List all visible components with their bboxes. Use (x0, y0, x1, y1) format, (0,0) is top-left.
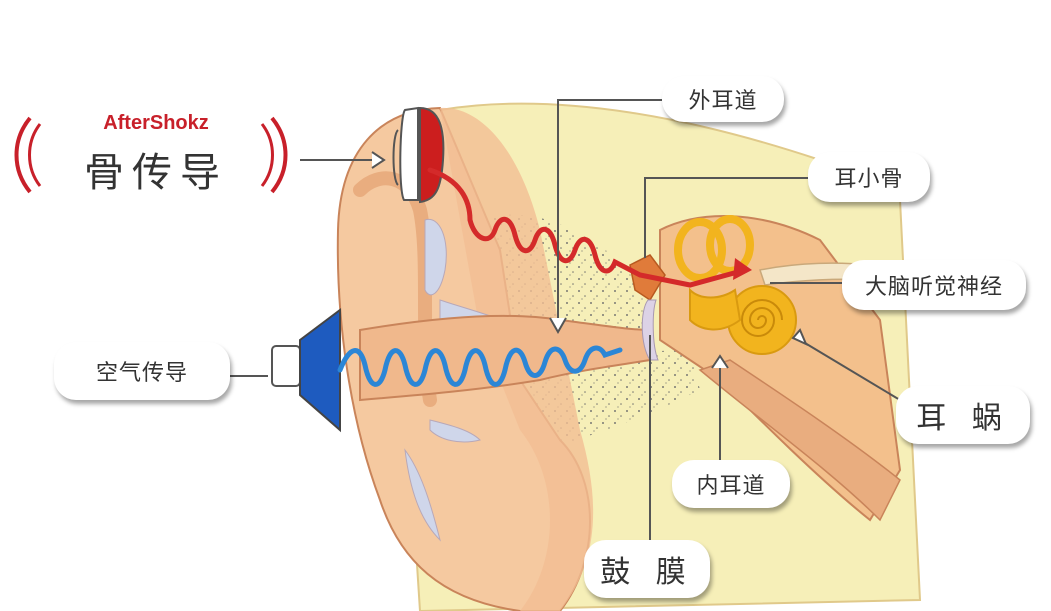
bone-conduction-label: 骨传导 (84, 150, 228, 196)
cochlea-label: 耳 蜗 (896, 386, 1030, 444)
semicircular-canal-2 (706, 215, 754, 275)
eardrum-label: 鼓 膜 (584, 540, 710, 598)
bone-wave-arrowhead (733, 258, 752, 280)
air-conduction-wave (337, 345, 623, 387)
air-conduction-label: 空气传导 (54, 342, 230, 400)
cartilage-lower (404, 448, 441, 542)
sound-arc-right-icon (270, 116, 288, 194)
sound-arc-left-inner-icon (28, 123, 42, 187)
cochlea-spiral (740, 299, 783, 337)
brand-logo: AfterShokz (103, 112, 209, 134)
speaker-icon (271, 308, 341, 433)
eardrum-shape (641, 299, 659, 361)
cartilage-upper (424, 218, 447, 296)
bone-conduction-headphone-icon (392, 106, 445, 204)
eustachian-tube (698, 359, 901, 522)
semicircular-canal-1 (674, 218, 726, 282)
cartilage-low2 (429, 419, 481, 443)
auditory-nerve-label: 大脑听觉神经 (842, 260, 1026, 310)
inner-ear-canal-label: 内耳道 (672, 460, 790, 508)
vestibule (689, 287, 742, 331)
outer-ear-canal-label: 外耳道 (662, 76, 784, 122)
ossicles-label: 耳小骨 (808, 152, 930, 202)
sound-arc-left-icon (14, 116, 32, 194)
sound-arc-right-inner-icon (260, 123, 274, 187)
bone-conduction-wave (427, 167, 748, 288)
leader-lines (230, 99, 901, 545)
